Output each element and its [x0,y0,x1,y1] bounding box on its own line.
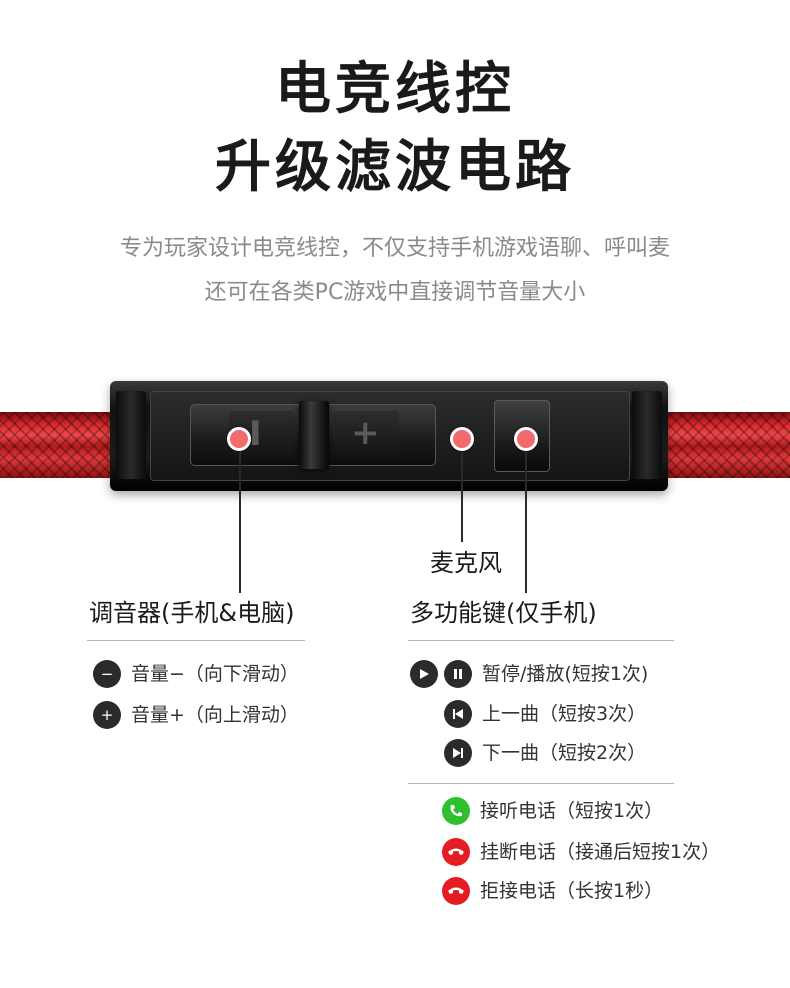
remote-end-cap-right [632,391,662,479]
next-track-row: 下一曲（短按2次） [444,739,646,767]
subtitle-line2: 还可在各类PC游戏中直接调节音量大小 [204,280,586,305]
volume-up-pad: + [333,411,399,459]
braided-cable-right [664,412,790,478]
reject-call-text: 拒接电话（长按1秒） [480,879,664,902]
volume-up-text: 音量+（向上滑动） [131,703,299,726]
mic-marker-dot [450,427,474,451]
volume-down-symbol: I [249,414,262,454]
volume-leader-line [239,448,241,593]
hang-up-text: 挂断电话（接通后短按1次） [480,840,721,863]
divider-multi-middle [408,783,674,784]
volume-up-symbol: + [351,413,380,453]
play-pause-text: 暂停/播放(短按1次) [482,662,649,685]
pause-icon [444,660,472,688]
braided-cable-left [0,412,120,478]
next-track-text: 下一曲（短按2次） [482,741,647,764]
plus-circle-icon: + [93,701,121,729]
previous-track-row: 上一曲（短按3次） [444,700,646,728]
volume-down-text: 音量−（向下滑动） [131,662,299,685]
reject-call-row: 拒接电话（长按1秒） [442,877,663,905]
next-track-icon [444,739,472,767]
answer-call-text: 接听电话（短按1次） [480,799,664,822]
mic-leader-line [461,448,463,542]
multi-leader-line [525,448,527,593]
answer-call-row: 接听电话（短按1次） [442,797,663,825]
reject-call-icon [442,877,470,905]
minus-circle-icon: − [93,660,121,688]
answer-call-icon [442,797,470,825]
page-title-line2: 升级滤波电路 [215,135,575,200]
volume-up-row: + 音量+（向上滑动） [93,701,299,729]
previous-track-icon [444,700,472,728]
volume-control-label: 调音器(手机&电脑) [89,599,295,627]
multi-marker-dot [514,427,538,451]
volume-down-row: − 音量−（向下滑动） [93,660,299,688]
divider-volume [87,640,305,641]
play-icon [410,660,438,688]
hang-up-icon [442,838,470,866]
mic-label: 麦克风 [430,549,502,577]
divider-multi-top [408,640,674,641]
multi-function-label: 多功能键(仅手机) [410,599,597,627]
play-pause-row: 暂停/播放(短按1次) [410,660,648,688]
page-title-line1: 电竞线控 [275,57,515,122]
volume-slider-knob [299,401,329,469]
hang-up-row: 挂断电话（接通后短按1次） [442,838,720,866]
subtitle-line1: 专为玩家设计电竞线控，不仅支持手机游戏语聊、呼叫麦 [119,236,670,261]
remote-end-cap-left [116,391,146,479]
previous-track-text: 上一曲（短按3次） [482,702,647,725]
volume-marker-dot [227,427,251,451]
